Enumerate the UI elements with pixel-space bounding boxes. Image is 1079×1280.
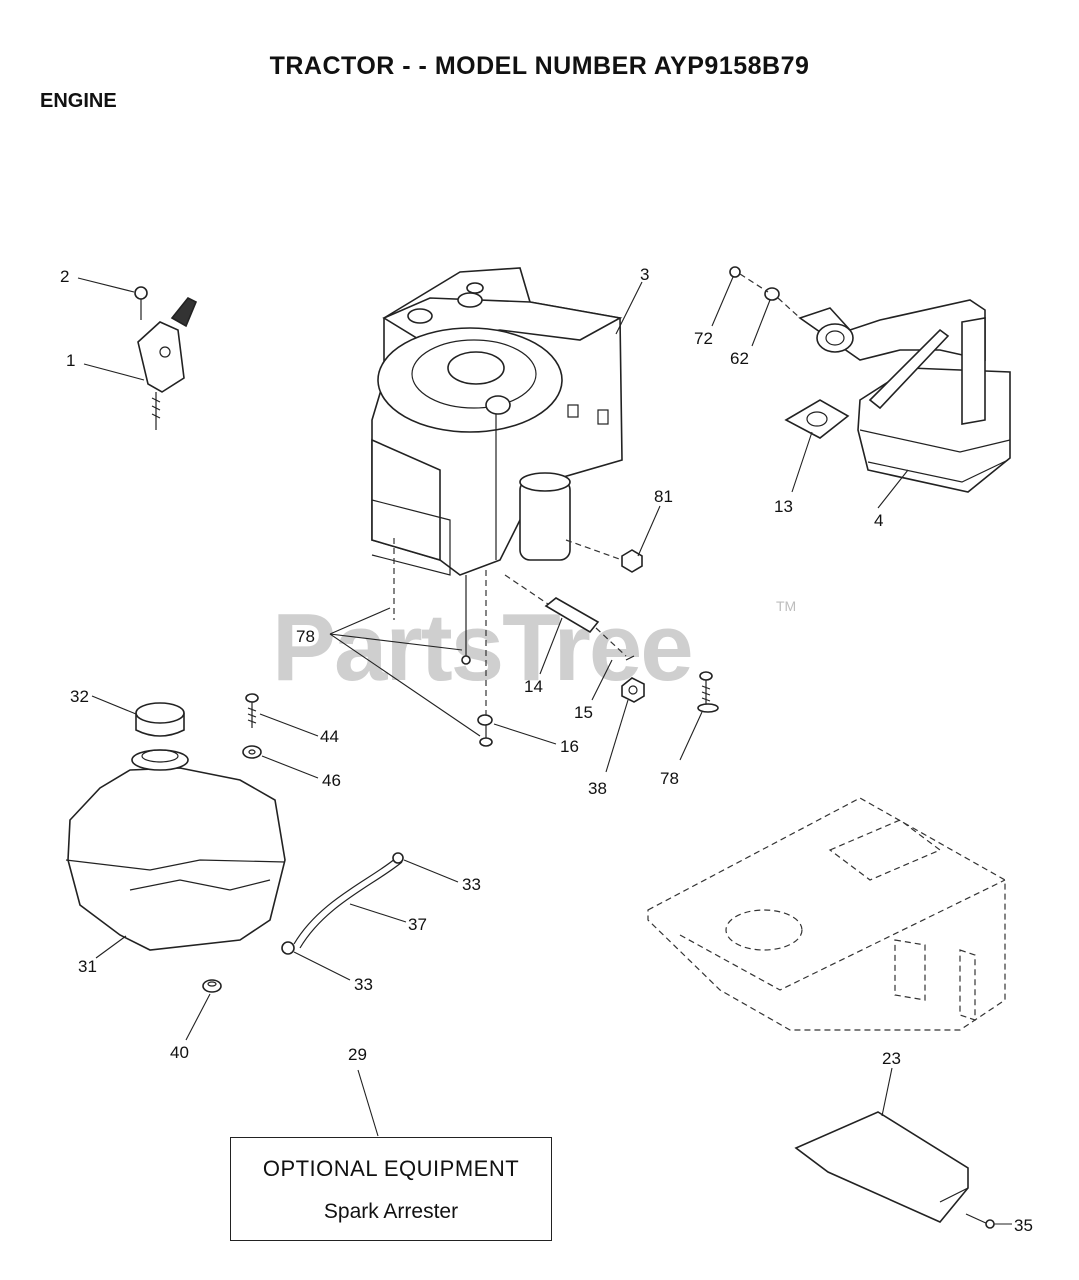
- callout-62: 62: [730, 349, 749, 368]
- washer-part[interactable]: [764, 287, 780, 301]
- callout-46: 46: [322, 771, 341, 790]
- bolt-part[interactable]: [461, 575, 471, 665]
- optional-equipment-box: OPTIONAL EQUIPMENT Spark Arrester: [230, 1137, 552, 1241]
- bolt-right-part[interactable]: [697, 671, 719, 713]
- gasket-small-part[interactable]: [729, 266, 741, 278]
- callout-15: 15: [574, 703, 593, 722]
- chassis-frame-dashed: [647, 797, 1006, 1031]
- callout-37: 37: [408, 915, 427, 934]
- spark-arrester-label[interactable]: Spark Arrester: [323, 1200, 459, 1223]
- callout-3: 3: [640, 265, 649, 284]
- hose-part[interactable]: [293, 857, 403, 949]
- callout-14: 14: [524, 677, 543, 696]
- screw-35-part[interactable]: [965, 1213, 995, 1229]
- callout-33-upper: 33: [462, 875, 481, 894]
- screw-part[interactable]: [134, 286, 148, 320]
- callout-35: 35: [1014, 1216, 1033, 1235]
- throttle-control-part[interactable]: [137, 296, 198, 430]
- hose-end-part[interactable]: [625, 655, 635, 661]
- callout-44: 44: [320, 727, 339, 746]
- callout-4: 4: [874, 511, 883, 530]
- nut-38-part[interactable]: [621, 677, 645, 703]
- callout-81: 81: [654, 487, 673, 506]
- engine-part[interactable]: [371, 267, 623, 576]
- washer-46-part[interactable]: [242, 745, 262, 759]
- callout-72: 72: [694, 329, 713, 348]
- callout-16: 16: [560, 737, 579, 756]
- watermark-trademark: TM: [776, 598, 796, 614]
- heat-shield-part[interactable]: [794, 1111, 969, 1223]
- muffler-gasket-part[interactable]: [784, 399, 850, 439]
- callout-40: 40: [170, 1043, 189, 1062]
- fuel-cap-part[interactable]: [135, 702, 185, 737]
- watermark-text: PartsTree: [272, 594, 692, 701]
- section-label: ENGINE: [40, 90, 117, 112]
- nut-part[interactable]: [621, 549, 643, 573]
- callout-78-left: 78: [296, 627, 315, 646]
- washer-16-part[interactable]: [477, 714, 493, 747]
- assembly-guides: [393, 273, 801, 716]
- callout-2: 2: [60, 267, 69, 286]
- optional-equipment-heading: OPTIONAL EQUIPMENT: [262, 1156, 520, 1181]
- page-title: TRACTOR - - MODEL NUMBER AYP9158B79: [269, 52, 810, 80]
- clamp-lower-part[interactable]: [281, 941, 295, 955]
- screw-44-part[interactable]: [245, 693, 259, 728]
- callout-78-right: 78: [660, 769, 679, 788]
- grommet-part[interactable]: [202, 979, 222, 993]
- callout-13: 13: [774, 497, 793, 516]
- callout-33-lower: 33: [354, 975, 373, 994]
- callout-32: 32: [70, 687, 89, 706]
- leader-lines: [77, 276, 1012, 1225]
- callout-23: 23: [882, 1049, 901, 1068]
- fitting-part[interactable]: [544, 597, 600, 634]
- fuel-tank-part[interactable]: [65, 749, 286, 951]
- callout-29: 29: [348, 1045, 367, 1064]
- muffler-part[interactable]: [798, 299, 1011, 493]
- callout-38: 38: [588, 779, 607, 798]
- callout-31: 31: [78, 957, 97, 976]
- clamp-upper-part[interactable]: [392, 852, 404, 864]
- callout-1: 1: [66, 351, 75, 370]
